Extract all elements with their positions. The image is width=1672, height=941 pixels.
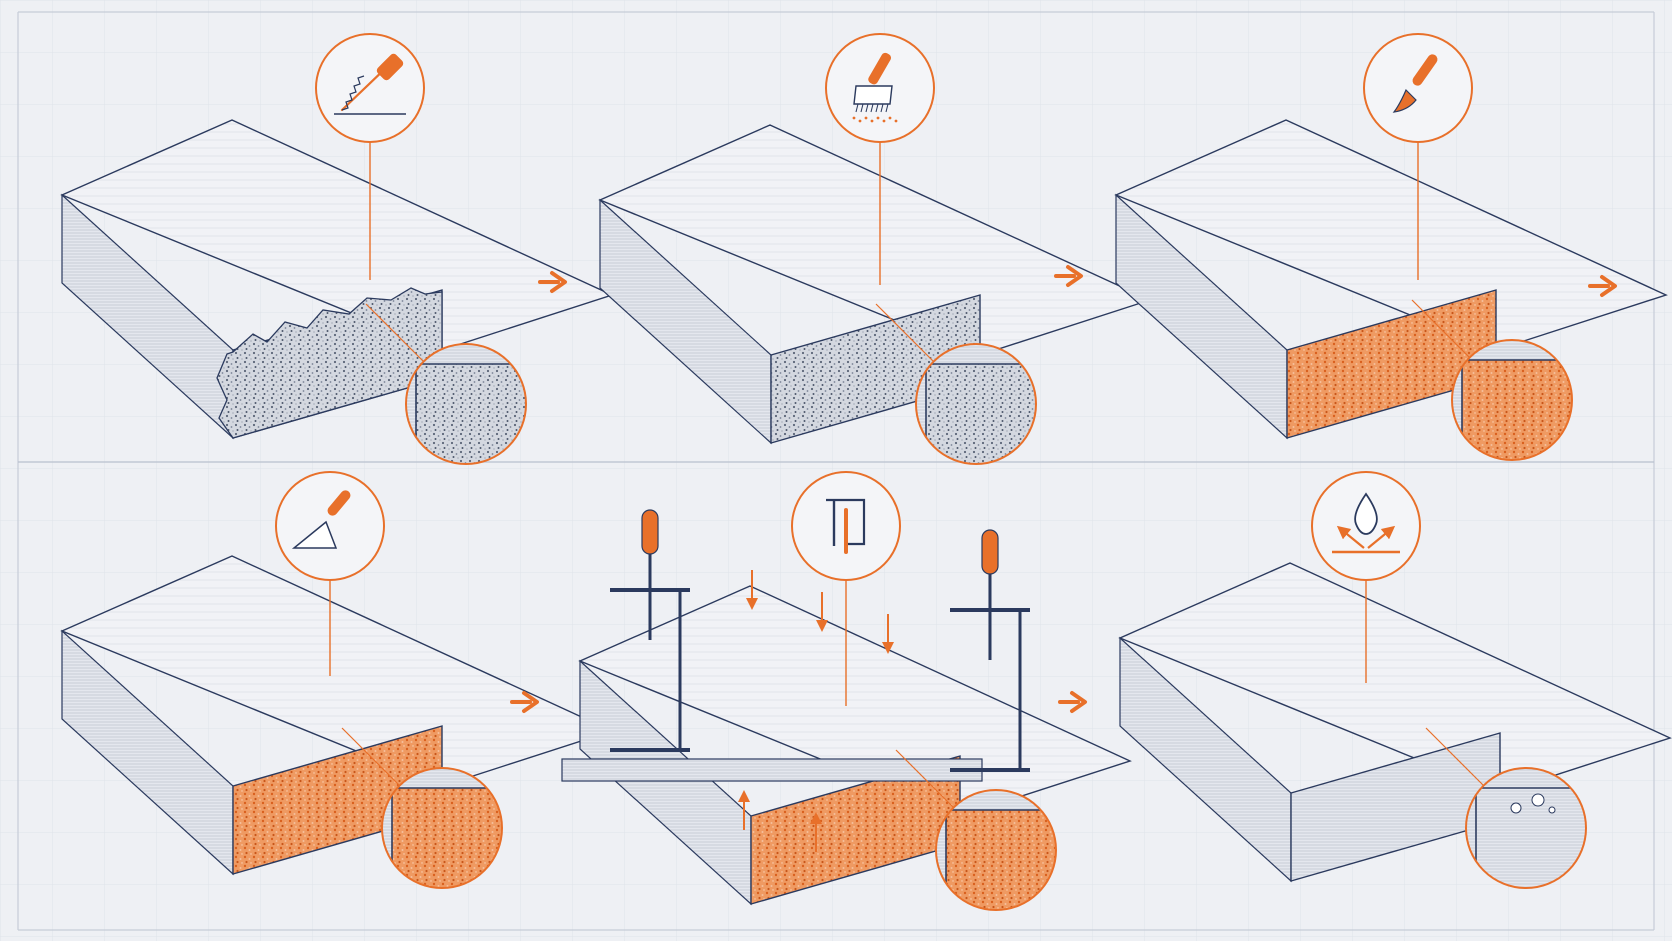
arrow-right-icon — [1588, 275, 1617, 297]
detail-leader — [1425, 727, 1485, 787]
detail-leader — [875, 303, 935, 363]
bar-clamp — [610, 509, 690, 752]
detail-ring — [915, 343, 1037, 465]
block-top-face — [1118, 562, 1672, 794]
arrow-right-icon — [1054, 265, 1083, 287]
detail-leader — [895, 749, 955, 809]
detail-ring — [1451, 339, 1573, 461]
brush-icon — [852, 52, 898, 123]
detail-leader — [341, 727, 401, 787]
tool-callout-ring — [315, 33, 425, 143]
detail-ring — [381, 767, 503, 889]
saw-icon — [334, 53, 406, 115]
paintbrush-icon — [1392, 54, 1438, 113]
edge-strip-bottom — [561, 758, 983, 782]
arrow-right-icon — [510, 691, 539, 713]
arrow-right-icon — [1058, 691, 1087, 713]
detail-leader — [1411, 299, 1471, 359]
block-top-face — [1114, 119, 1668, 351]
tool-callout-ring — [275, 471, 385, 581]
clamp-icon — [826, 498, 866, 554]
arrow-right-icon — [538, 271, 567, 293]
process-step — [598, 33, 1152, 465]
detail-leader — [365, 303, 425, 363]
arrows-layer — [510, 265, 1617, 713]
detail-ring — [405, 343, 527, 465]
detail-ring — [1465, 767, 1587, 889]
process-step — [60, 33, 614, 465]
water-repel-icon — [1332, 492, 1400, 554]
tool-callout-ring — [1363, 33, 1473, 143]
frame-lines — [17, 11, 1655, 931]
broken-edge — [216, 287, 443, 439]
bar-clamp — [950, 529, 1030, 772]
process-step — [60, 471, 614, 889]
process-step — [1118, 471, 1672, 889]
trowel-icon — [291, 490, 351, 549]
detail-ring — [935, 789, 1057, 911]
